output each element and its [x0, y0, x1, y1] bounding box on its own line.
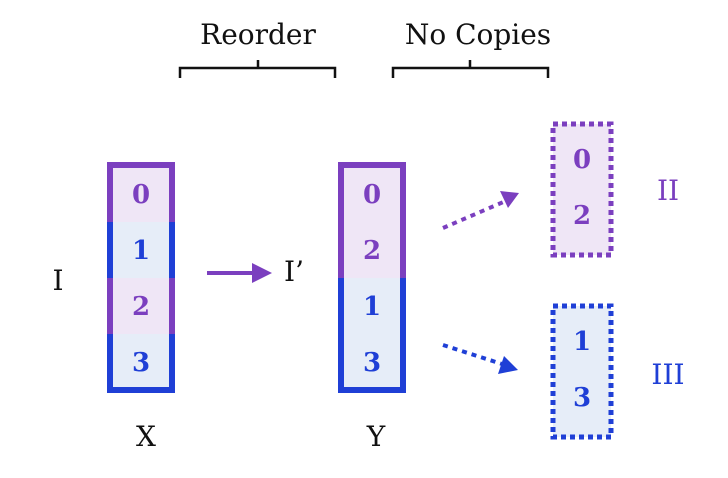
cell-y-2: 1	[363, 292, 381, 322]
column-x: 0 1 2 3	[107, 162, 175, 393]
cell-y-3: 3	[363, 348, 381, 378]
box-ii-item-1: 2	[573, 201, 591, 231]
no-copies-label: No Copies	[405, 18, 551, 51]
input-label: I	[52, 264, 63, 297]
cell-x-2-bg	[110, 278, 172, 334]
box-iii: 1 3	[550, 303, 614, 440]
cell-x-0: 0	[132, 180, 150, 210]
reorder-label: Reorder	[200, 18, 316, 51]
box-ii: 0 2	[550, 121, 614, 258]
cell-x-1: 1	[132, 236, 150, 266]
split-arrow-purple-head	[500, 191, 519, 208]
box-iii-item-0: 1	[573, 327, 591, 357]
cell-y-0: 0	[363, 180, 381, 210]
column-y: 0 2 1 3	[338, 162, 406, 393]
cell-x-3: 3	[132, 348, 150, 378]
reordered-label: I’	[284, 255, 304, 288]
reorder-bracket	[178, 60, 337, 78]
cell-x-0-bg	[110, 165, 172, 222]
cell-x-3-bg	[110, 334, 172, 390]
cell-y-1: 2	[363, 236, 381, 266]
x-label: X	[136, 420, 156, 453]
split-arrow-blue-head	[498, 356, 518, 374]
y-label: Y	[366, 420, 386, 453]
part-ii-label: II	[657, 174, 679, 207]
split-arrow-blue	[442, 343, 503, 366]
box-iii-item-1: 3	[573, 383, 591, 413]
cell-x-2: 2	[132, 292, 150, 322]
part-iii-label: III	[651, 358, 684, 391]
no-copies-bracket	[391, 60, 550, 78]
box-ii-item-0: 0	[573, 145, 591, 175]
split-arrow-purple	[442, 198, 509, 230]
cell-x-1-bg	[110, 222, 172, 278]
